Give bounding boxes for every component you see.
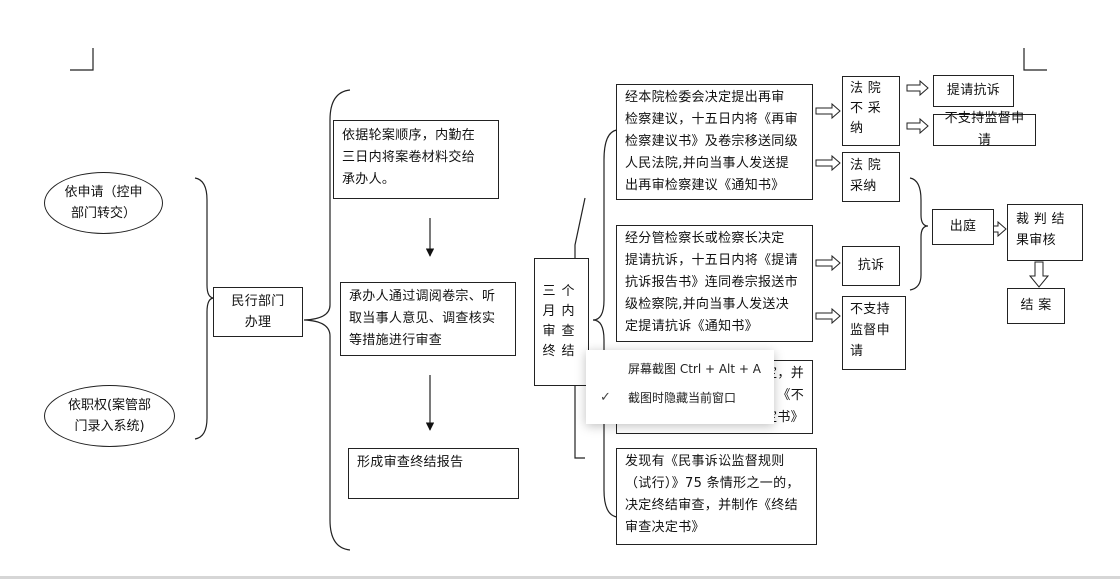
menu-item-screenshot-label: 屏幕截图 Ctrl + Alt + A xyxy=(628,362,761,376)
page-corner-mark xyxy=(1023,48,1047,71)
node-civil-department: 民行部门 办理 xyxy=(213,287,303,337)
node-no-support-request-2: 不支持 监督申 请 xyxy=(842,296,906,370)
node-outcome-retrial-suggestion: 经本院检委会决定提出再审 检察建议，十五日内将《再审 检察建议书》及卷宗移送同级… xyxy=(616,84,813,200)
node-court-adopt: 法 院 采纳 xyxy=(842,152,900,202)
steps-brace xyxy=(303,89,351,551)
screenshot-context-menu: 屏幕截图 Ctrl + Alt + A ✓ 截图时隐藏当前窗口 xyxy=(586,350,774,424)
outcomes-brace xyxy=(592,129,618,518)
node-protest: 抗诉 xyxy=(842,246,900,286)
node-court-not-adopt: 法 院 不 采 纳 xyxy=(842,76,900,146)
hollow-arrow-icon xyxy=(906,79,929,97)
node-outcome-request-protest: 经分管检察长或检察长决定 提请抗诉，十五日内将《提请 抗诉报告书》连同卷宗报送市… xyxy=(616,225,813,342)
node-no-support-request: 不支持监督申请 xyxy=(933,111,1036,148)
window-bottom-edge xyxy=(0,576,1120,579)
node-by-application: 依申请（控申 部门转交） xyxy=(44,172,163,234)
hollow-arrow-icon xyxy=(1028,261,1050,288)
hollow-arrow-icon xyxy=(815,254,841,272)
node-step-report: 形成审查终结报告 xyxy=(348,448,519,499)
node-three-months: 三个 月内 审查 终结 xyxy=(534,258,589,386)
hollow-arrow-icon xyxy=(906,117,929,135)
node-judgment-review: 裁 判 结 果审核 xyxy=(1007,204,1083,261)
menu-item-hide-window-label: 截图时隐藏当前窗口 xyxy=(628,391,737,405)
node-step-assign: 依据轮案顺序，内勤在 三日内将案卷材料交给 承办人。 xyxy=(333,120,499,199)
hollow-arrow-icon xyxy=(815,102,841,120)
hollow-arrow-icon xyxy=(815,307,841,325)
page-corner-mark xyxy=(70,48,94,71)
court-brace xyxy=(909,177,929,291)
menu-item-hide-window[interactable]: ✓ 截图时隐藏当前窗口 xyxy=(586,383,774,413)
node-by-authority: 依职权(案管部 门录入系统) xyxy=(44,385,175,447)
left-brace xyxy=(194,177,215,440)
check-icon: ✓ xyxy=(600,390,611,405)
hollow-arrow-icon xyxy=(815,154,841,172)
node-outcome-terminate: 发现有《民事诉讼监督规则 （试行）》75 条情形之一的， 决定终结审查，并制作《… xyxy=(616,448,817,545)
node-step-review: 承办人通过调阅卷宗、听 取当事人意见、调查核实 等措施进行审查 xyxy=(340,282,516,356)
node-request-protest: 提请抗诉 xyxy=(933,75,1014,107)
node-court-appear: 出庭 xyxy=(932,209,994,245)
menu-item-screenshot[interactable]: 屏幕截图 Ctrl + Alt + A xyxy=(586,354,774,384)
node-case-closed: 结 案 xyxy=(1007,288,1065,324)
